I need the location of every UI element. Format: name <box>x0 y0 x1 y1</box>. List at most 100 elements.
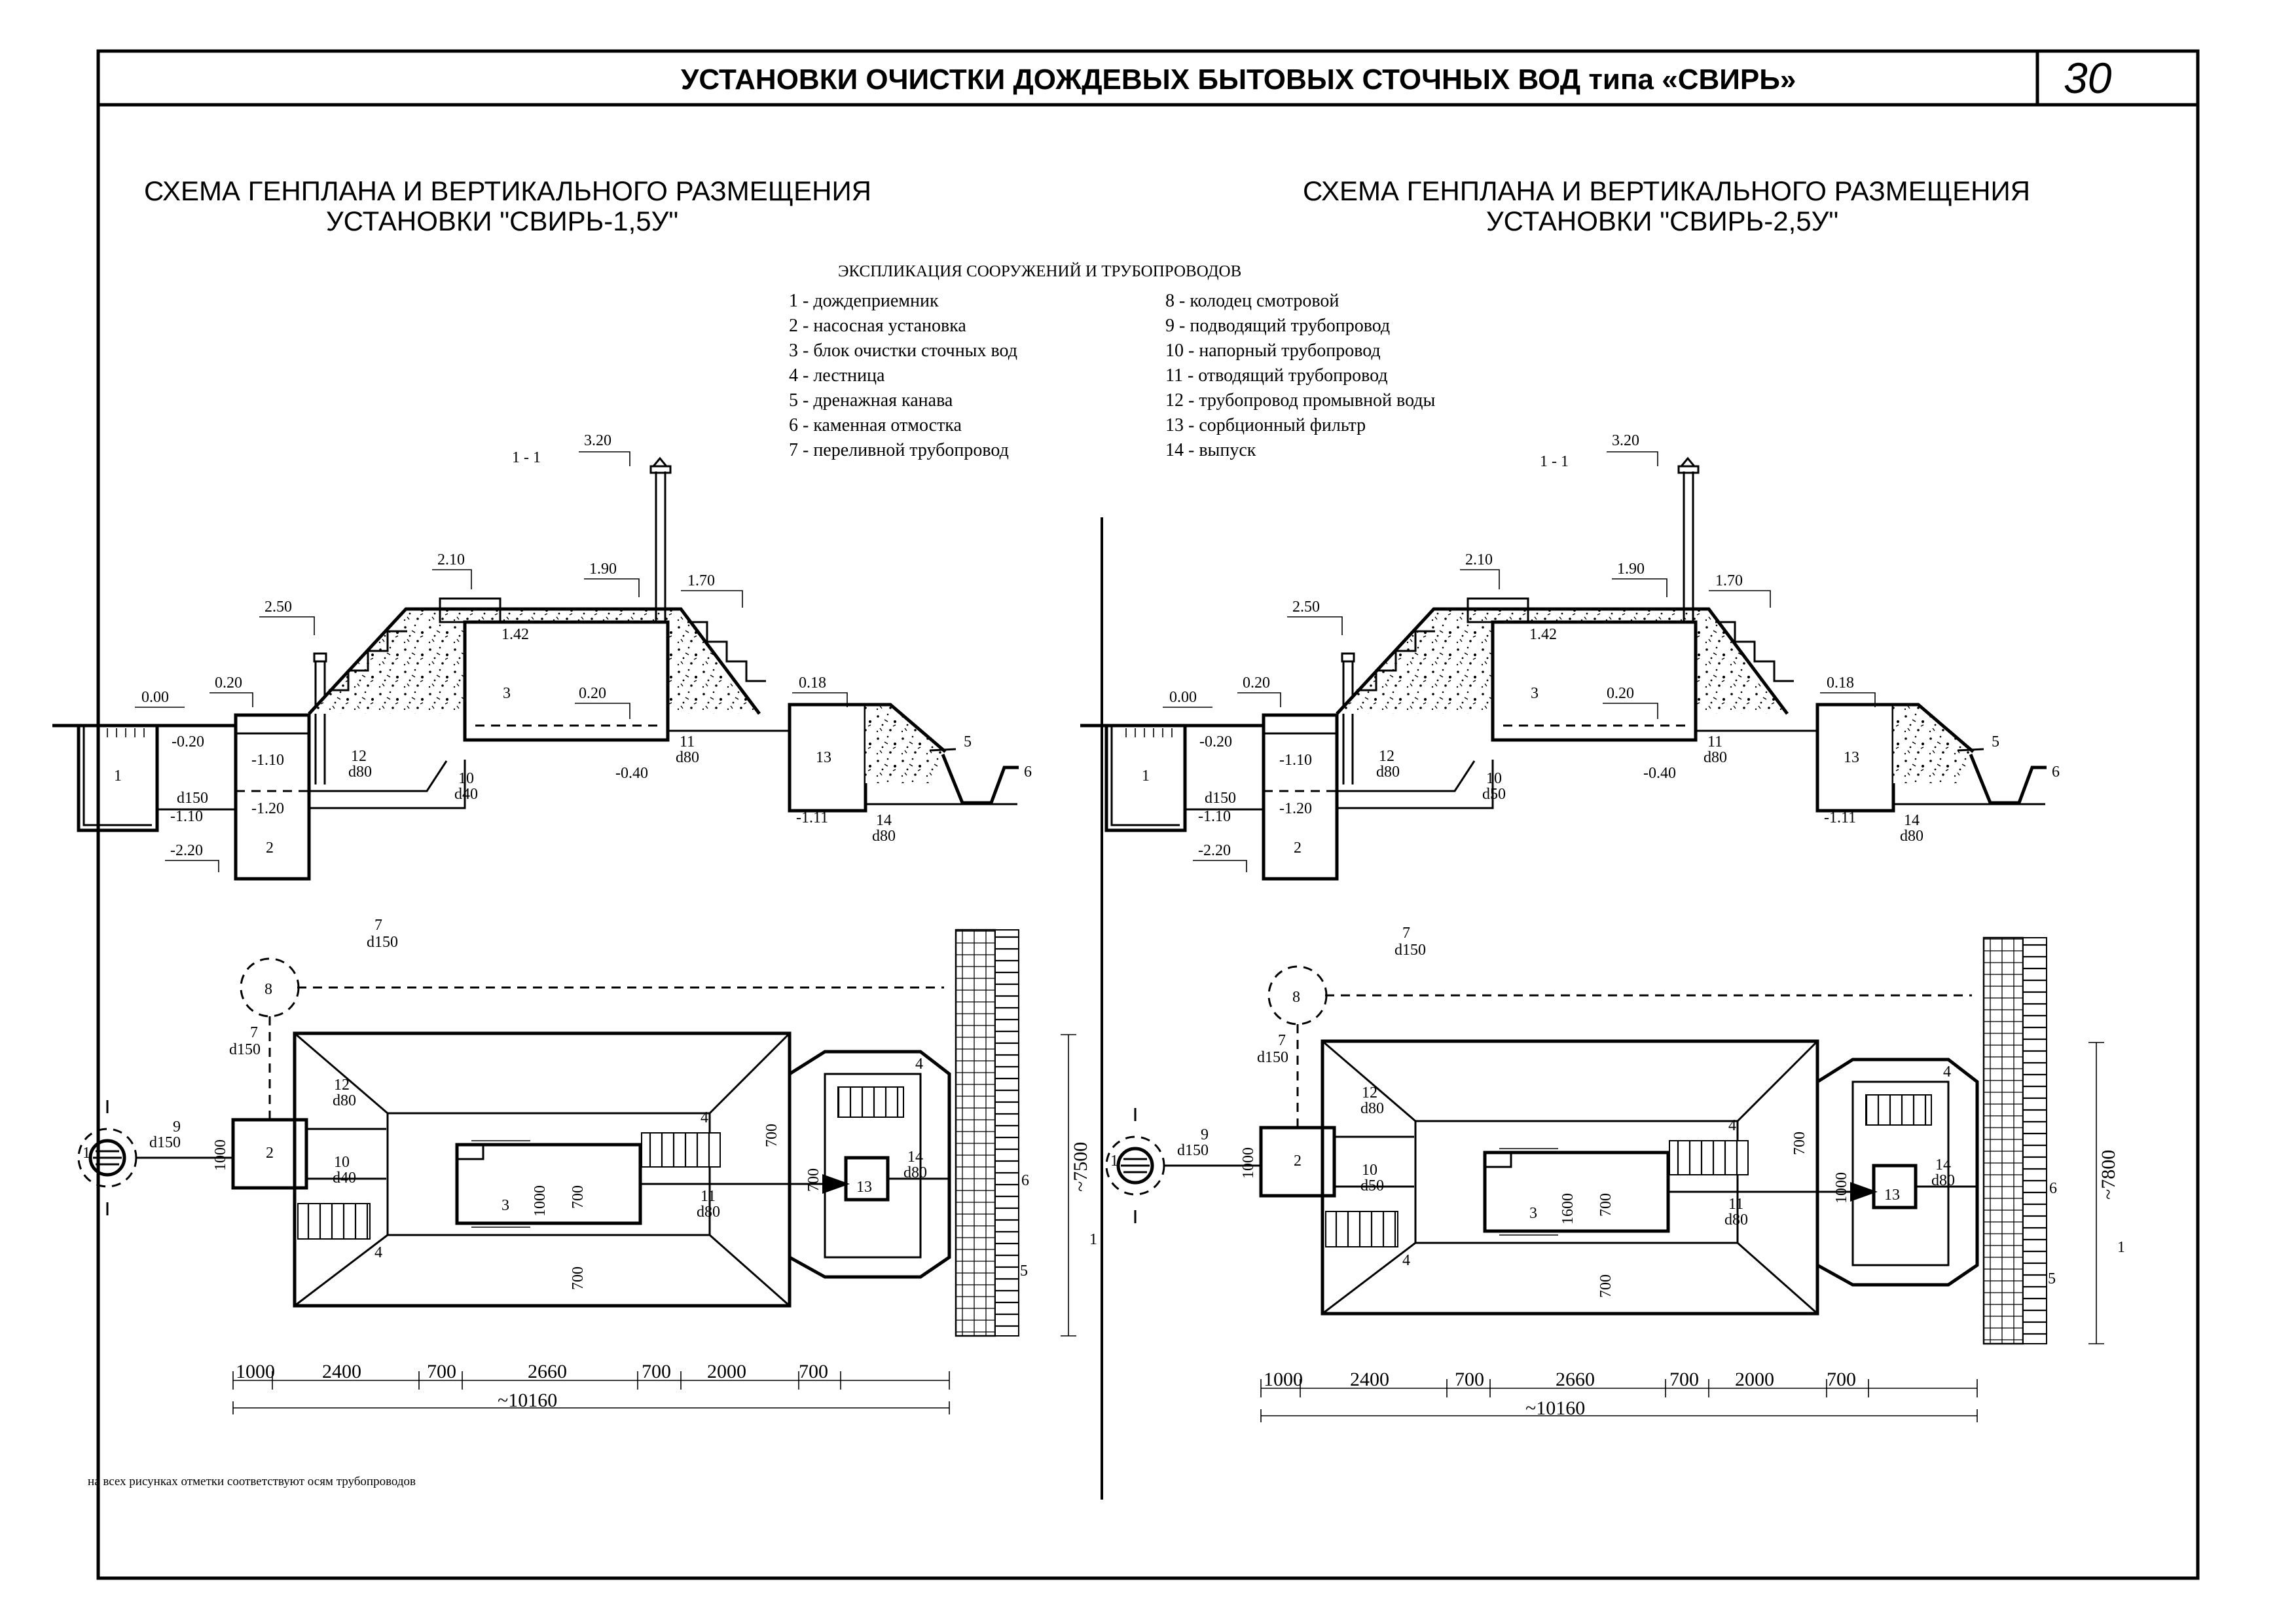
dimension-label: 1000 <box>212 1139 229 1171</box>
pipe-diameter: d80 <box>1900 828 1923 845</box>
legend-item: 9 - подводящий трубопровод <box>1165 316 1390 336</box>
legend-item: 11 - отводящий трубопровод <box>1165 365 1388 386</box>
stair-label: 4 <box>1402 1252 1410 1269</box>
pipe-diameter: d150 <box>149 1134 181 1151</box>
total-length-dimension: ~10160 <box>1525 1397 1585 1419</box>
legend-item: 10 - напорный трубопровод <box>1165 341 1381 361</box>
treatment-block-label: 3 <box>501 1197 509 1214</box>
pipe-diameter: d150 <box>1257 1049 1288 1066</box>
stair-label: 4 <box>1728 1117 1736 1134</box>
elevation-mark: 2.50 <box>264 599 292 616</box>
elevation-mark: 1.42 <box>1529 626 1557 643</box>
elevation-mark: 0.18 <box>799 674 826 692</box>
pipe-label: 10 <box>334 1154 350 1171</box>
elevation-mark: 3.20 <box>1612 432 1639 449</box>
dimension-label: 1000 <box>1833 1172 1850 1204</box>
dimension-label: 700 <box>570 1266 587 1290</box>
dimension-value: 2660 <box>1556 1369 1595 1390</box>
dimension-value: 2000 <box>1735 1369 1774 1390</box>
pipe-label: 10 <box>1362 1162 1377 1179</box>
elevation-mark: 3.20 <box>584 432 611 449</box>
drain-ditch-label: 5 <box>964 733 972 750</box>
pipe-diameter: d80 <box>333 1092 356 1109</box>
left-plan-drawing: 8 7 d150 7 d150 9 d150 12 d80 10 d40 11 … <box>79 917 1097 1414</box>
stair-label: 4 <box>915 1056 923 1073</box>
legend-item: 5 - дренажная канава <box>789 390 953 411</box>
pipe-diameter: d150 <box>1177 1142 1209 1159</box>
elevation-mark: -0.20 <box>1199 733 1232 750</box>
total-height-dimension: ~7800 <box>2098 1150 2119 1200</box>
section-marker: 1 <box>1089 1231 1097 1248</box>
dimension-value: 1000 <box>1264 1369 1303 1390</box>
pipe-diameter: d80 <box>903 1164 927 1181</box>
pipe-diameter: d150 <box>367 934 398 951</box>
sorption-filter-label: 13 <box>1884 1187 1900 1204</box>
pipe-label: 11 <box>1707 733 1722 750</box>
sorption-filter-label: 13 <box>856 1179 872 1196</box>
right-section-labels: 1 2 3 13 5 6 12 d80 10 d50 11 d80 14 d80… <box>1142 685 2060 857</box>
stair-label: 4 <box>1943 1063 1951 1080</box>
legend-item: 14 - выпуск <box>1165 440 1256 460</box>
elevation-mark: 0.20 <box>215 674 242 692</box>
dimension-value: 700 <box>427 1361 456 1382</box>
legend: ЭКСПЛИКАЦИЯ СООРУЖЕНИЙ И ТРУБОПРОВОДОВ 1… <box>789 262 1436 460</box>
pipe-label: 14 <box>1904 812 1920 829</box>
dimension-label: 1000 <box>1240 1147 1257 1179</box>
drain-ditch-label: 5 <box>2048 1270 2056 1287</box>
footnote: на всех рисунках отметки соответствуют о… <box>88 1475 416 1488</box>
dimension-label: 700 <box>1597 1193 1614 1217</box>
right-title-line2: УСТАНОВКИ "СВИРЬ-2,5У" <box>1486 206 1838 236</box>
legend-heading: ЭКСПЛИКАЦИЯ СООРУЖЕНИЙ И ТРУБОПРОВОДОВ <box>838 262 1241 280</box>
legend-item: 13 - сорбционный фильтр <box>1165 415 1366 435</box>
legend-item: 12 - трубопровод промывной воды <box>1165 390 1436 411</box>
dimension-value: 2000 <box>707 1361 746 1382</box>
pipe-diameter: d50 <box>1360 1177 1384 1194</box>
stone-paving-label: 6 <box>1024 764 1032 781</box>
dimension-label: 700 <box>805 1168 822 1192</box>
pipe-label: 7 <box>374 917 382 934</box>
left-plan-labels: 8 7 d150 7 d150 9 d150 12 d80 10 d40 11 … <box>82 917 1097 1290</box>
elevation-mark: 0.18 <box>1827 674 1854 692</box>
sorption-filter-label: 13 <box>816 749 831 766</box>
pipe-diameter: d80 <box>1360 1100 1384 1117</box>
pipe-label: 7 <box>1278 1032 1286 1049</box>
legend-item: 3 - блок очистки сточных вод <box>789 341 1017 361</box>
pipe-label: 14 <box>1935 1156 1951 1173</box>
dimension-value: 2400 <box>322 1361 361 1382</box>
inspection-well-label: 8 <box>264 981 272 998</box>
pipe-label: 12 <box>334 1077 350 1094</box>
dimension-value: 2660 <box>528 1361 567 1382</box>
inspection-well-label: 8 <box>1292 989 1300 1006</box>
elevation-mark: 2.50 <box>1292 599 1320 616</box>
section-marker: 1 <box>2117 1239 2125 1256</box>
right-elevation-marks: 3.20 2.10 1.90 1.70 2.50 1.42 0.00 0.20 … <box>1163 432 1876 872</box>
pipe-diameter: d80 <box>348 764 372 781</box>
legend-item: 1 - дождеприемник <box>789 291 939 311</box>
sheet-title: УСТАНОВКИ ОЧИСТКИ ДОЖДЕВЫХ БЫТОВЫХ СТОЧН… <box>681 64 1796 96</box>
stair-label: 4 <box>374 1244 382 1261</box>
pump-unit-label: 2 <box>1294 840 1302 857</box>
pipe-label: 9 <box>173 1118 181 1135</box>
elevation-mark: -2.20 <box>170 842 203 859</box>
elevation-mark: 0.00 <box>1169 689 1197 706</box>
elevation-mark: -1.10 <box>1198 808 1231 825</box>
elevation-mark: -1.10 <box>251 752 284 769</box>
pipe-diameter: d80 <box>1376 764 1400 781</box>
pipe-label: 10 <box>458 770 474 787</box>
elevation-mark: -1.11 <box>1824 809 1856 826</box>
right-section-drawing: 1 - 1 3.20 2.10 1.90 1.70 2.50 1.42 0.00… <box>1080 432 2060 879</box>
elevation-mark: -0.20 <box>172 733 204 750</box>
dimension-label: 1000 <box>532 1185 549 1217</box>
pump-unit-label: 2 <box>1294 1153 1302 1170</box>
pipe-diameter: d50 <box>1482 786 1506 803</box>
dimension-value: 700 <box>799 1361 828 1382</box>
elevation-mark: 1.70 <box>1715 572 1743 589</box>
legend-item: 7 - переливной трубопровод <box>789 440 1009 460</box>
dimension-value: 700 <box>642 1361 671 1382</box>
total-length-dimension: ~10160 <box>498 1390 557 1411</box>
elevation-mark: -1.10 <box>170 808 203 825</box>
elevation-mark: 1.70 <box>687 572 715 589</box>
pipe-diameter: d80 <box>1724 1211 1748 1228</box>
pump-unit-label: 2 <box>266 1145 274 1162</box>
